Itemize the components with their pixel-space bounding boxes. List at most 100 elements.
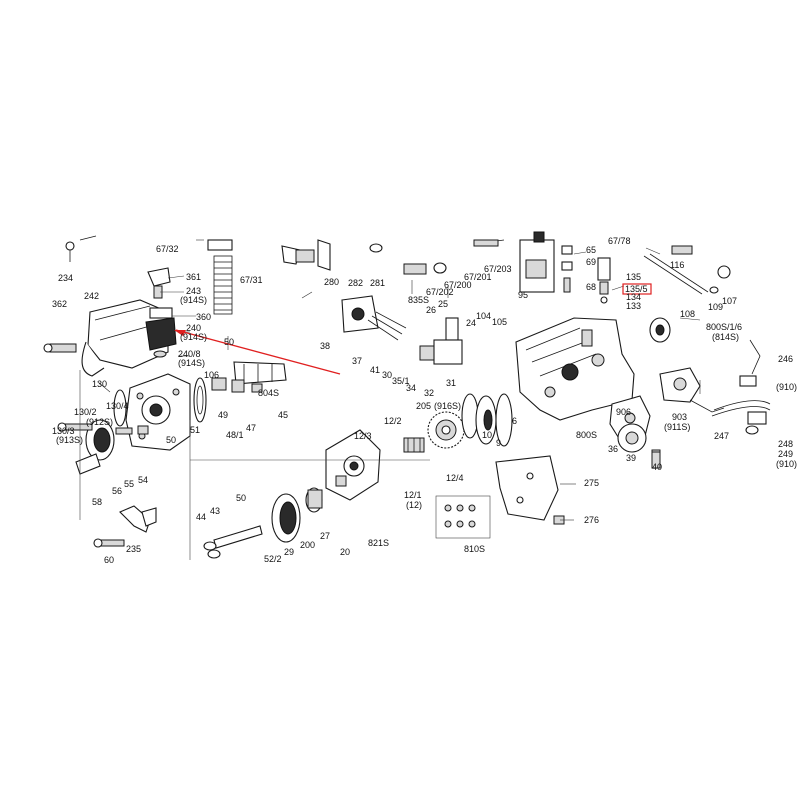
callout-label: 12/1 <box>404 490 422 500</box>
callout-label: 65 <box>586 245 596 255</box>
callout-label: 34 <box>406 383 416 393</box>
retaining-clip-part <box>119 505 157 533</box>
callout-label: 58 <box>92 497 102 507</box>
control-lever-part <box>145 267 177 358</box>
callout-label: 835S <box>408 295 429 305</box>
callout-label: 50 <box>236 493 246 503</box>
callout-label: 37 <box>352 356 362 366</box>
callout-label: 243 <box>186 286 201 296</box>
bolt-parts-left <box>57 422 149 548</box>
callout-label: 60 <box>104 555 114 565</box>
washer-stack-part <box>461 393 513 447</box>
callout-label: 51 <box>190 425 200 435</box>
callout-label: 25 <box>438 299 448 309</box>
cover-plate-part <box>617 423 647 453</box>
callout-label: 67/78 <box>608 236 631 246</box>
callout-label: 130/4 <box>106 401 129 411</box>
callout-label: 800S <box>576 430 597 440</box>
drive-gear-part <box>271 487 323 543</box>
callout-label: (911S) <box>664 422 690 432</box>
callout-label: 240 <box>186 323 201 333</box>
callout-label: 281 <box>370 278 385 288</box>
callout-label: (912S) <box>86 417 113 427</box>
callout-label: 47 <box>246 423 256 433</box>
callout-label: 362 <box>52 299 67 309</box>
callout-label: 109 <box>708 302 723 312</box>
callout-label: 67/32 <box>156 244 179 254</box>
spring-part <box>196 239 233 315</box>
callout-label: 56 <box>112 486 122 496</box>
callout-label: 130/3 <box>52 426 75 436</box>
callout-label: 246 <box>778 354 793 364</box>
callout-label: 360 <box>196 312 211 322</box>
callout-label: 106 <box>204 370 219 380</box>
callout-label: 130 <box>92 379 107 389</box>
leader-lines <box>97 247 701 521</box>
callout-label: 282 <box>348 278 363 288</box>
seal-ring-part <box>193 377 207 423</box>
callout-label: 68 <box>586 282 596 292</box>
drive-shaft-part <box>203 525 263 559</box>
callout-label: 39 <box>626 453 636 463</box>
hub-part <box>85 389 127 461</box>
callout-label: 52/2 <box>264 554 282 564</box>
callout-label: 38 <box>320 341 330 351</box>
callout-label: 12/2 <box>384 416 402 426</box>
callout-label: 134 <box>626 292 641 302</box>
callout-label: 55 <box>124 479 134 489</box>
callout-label: 67/202 <box>426 287 454 297</box>
callout-label: 20 <box>340 547 350 557</box>
callout-label: 49 <box>218 410 228 420</box>
callout-label: 9 <box>496 438 501 448</box>
callout-label: 29 <box>284 547 294 557</box>
callout-label: 240/8 <box>178 349 201 359</box>
callout-label: 54 <box>138 475 148 485</box>
callout-label: 903 <box>672 412 687 422</box>
red-arrow-head <box>174 330 186 336</box>
end-flange-part <box>125 373 191 451</box>
callout-label: 67/200 <box>444 280 472 290</box>
callout-label: 67/201 <box>464 272 492 282</box>
shaft-pin-part <box>403 437 425 453</box>
callout-label: 6 <box>512 416 517 426</box>
front-plate-part <box>495 455 559 521</box>
callout-label: 116 <box>670 260 684 270</box>
callout-label: 67/31 <box>240 275 263 285</box>
callout-label: (916S) <box>434 401 461 411</box>
callout-label: 30 <box>382 370 392 380</box>
small-screw-part <box>65 235 97 262</box>
callout-label: 36 <box>608 444 618 454</box>
callout-label: 107 <box>722 296 737 306</box>
callout-label: 108 <box>680 309 695 319</box>
callout-label: 27 <box>320 531 330 541</box>
callout-label: 12/3 <box>354 431 372 441</box>
callout-label: 249 <box>778 449 793 459</box>
assembly-frames <box>79 370 430 560</box>
callout-label: 40 <box>652 462 662 472</box>
top-row-parts <box>281 239 505 275</box>
seal-part-right <box>649 317 671 343</box>
callout-label: 361 <box>186 272 201 282</box>
callout-label: 130/2 <box>74 407 97 417</box>
callout-label: 43 <box>210 506 220 516</box>
callout-label: 35/1 <box>392 376 410 386</box>
callout-label: 45 <box>278 410 288 420</box>
timing-gear-part <box>427 411 465 449</box>
callout-label: 26 <box>426 305 436 315</box>
callout-label: 205 <box>416 401 431 411</box>
callout-label: 31 <box>446 378 456 388</box>
callout-label: 69 <box>586 257 596 267</box>
callout-label: 24 <box>466 318 476 328</box>
seal-kit-box <box>435 495 491 539</box>
callout-label: 50 <box>166 435 176 445</box>
callout-label: 275 <box>584 478 599 488</box>
red-annotation <box>174 283 652 375</box>
callout-label: 104 <box>476 311 491 321</box>
delivery-valve-parts <box>561 245 611 304</box>
bolt-part-right <box>553 451 661 525</box>
plunger-parts <box>341 295 463 365</box>
callout-label: 247 <box>714 431 729 441</box>
callout-label: 50 <box>224 337 234 347</box>
callout-label: (914S) <box>178 358 205 368</box>
actuator-part <box>659 367 725 413</box>
